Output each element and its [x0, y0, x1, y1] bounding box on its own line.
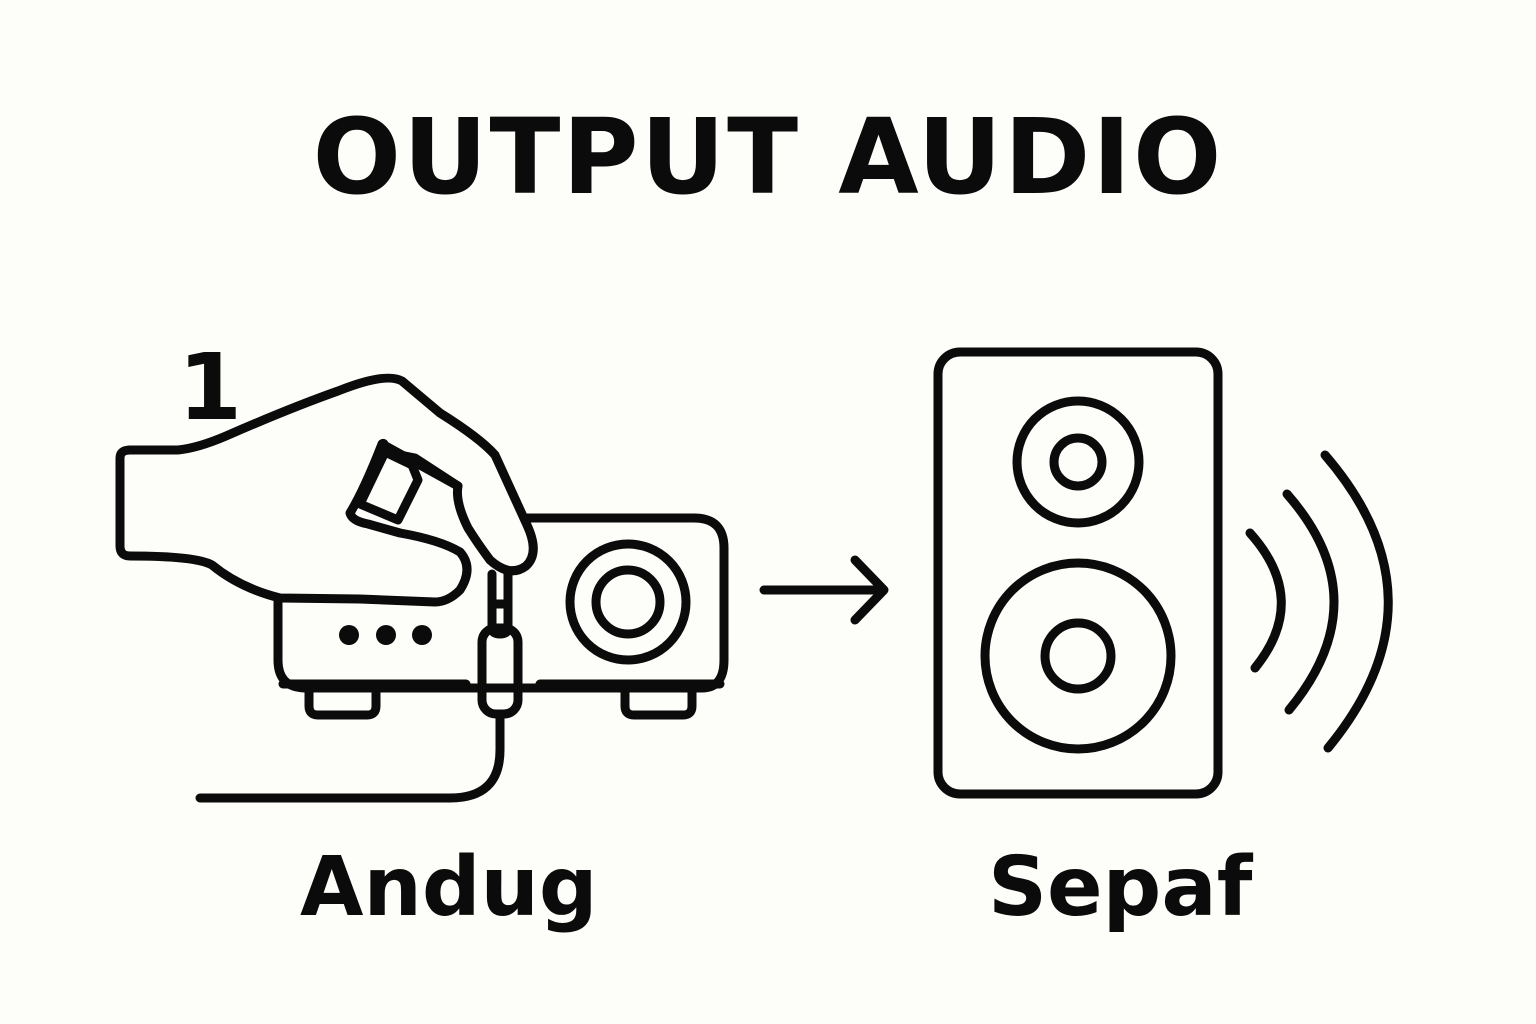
jack-plug-body: [477, 623, 523, 719]
speaker-cabinet: [933, 347, 1223, 799]
audio-device-icon: [273, 513, 729, 720]
destination-label: Sepaf: [988, 840, 1253, 935]
source-label: Andug: [300, 840, 598, 935]
device-knob-inner: [591, 565, 665, 639]
woofer-inner: [1040, 618, 1116, 694]
device-knob-outer: [565, 539, 691, 665]
tweeter-inner: [1049, 433, 1107, 491]
hand-nail: [355, 447, 423, 525]
tweeter-outer: [1012, 396, 1144, 528]
arrow-right-icon: [759, 555, 889, 625]
audio-cable: [195, 709, 505, 803]
step-number: 1: [178, 334, 243, 441]
sound-waves-icon: [1245, 450, 1393, 753]
device-foot-right: [620, 687, 697, 720]
sound-wave-1: [1245, 528, 1286, 673]
hand-finger-fold: [377, 439, 463, 491]
audio-jack-cable-icon: [195, 569, 523, 803]
woofer-outer: [980, 558, 1176, 754]
sound-wave-2: [1282, 489, 1339, 715]
hand-icon: [115, 373, 538, 607]
sound-wave-3: [1320, 450, 1393, 753]
device-led-3: [412, 625, 432, 645]
diagram-title: OUTPUT AUDIO: [312, 96, 1224, 218]
device-led-2: [376, 625, 396, 645]
speaker-icon: [933, 347, 1223, 799]
device-led-1: [339, 625, 359, 645]
device-foot-left: [304, 687, 381, 720]
